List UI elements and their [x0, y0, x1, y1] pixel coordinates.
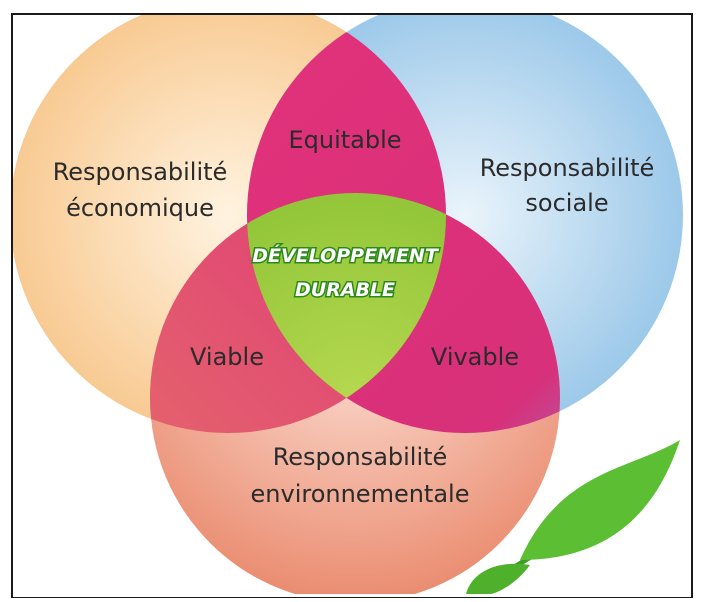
label-sociale-line2: sociale [525, 189, 608, 217]
label-environnementale-line1: Responsabilité [273, 443, 448, 471]
label-vivable: Vivable [431, 343, 519, 371]
label-environnementale-line2: environnementale [251, 480, 470, 508]
label-equitable: Equitable [288, 126, 401, 154]
label-sociale-line1: Responsabilité [480, 154, 655, 182]
label-economique-line1: Responsabilité [53, 158, 228, 186]
label-viable: Viable [190, 343, 264, 371]
label-economique-line2: économique [66, 194, 214, 222]
leaf-icon [466, 440, 680, 594]
label-durable: Durable [295, 279, 395, 301]
label-developpement: Développement [252, 244, 440, 267]
